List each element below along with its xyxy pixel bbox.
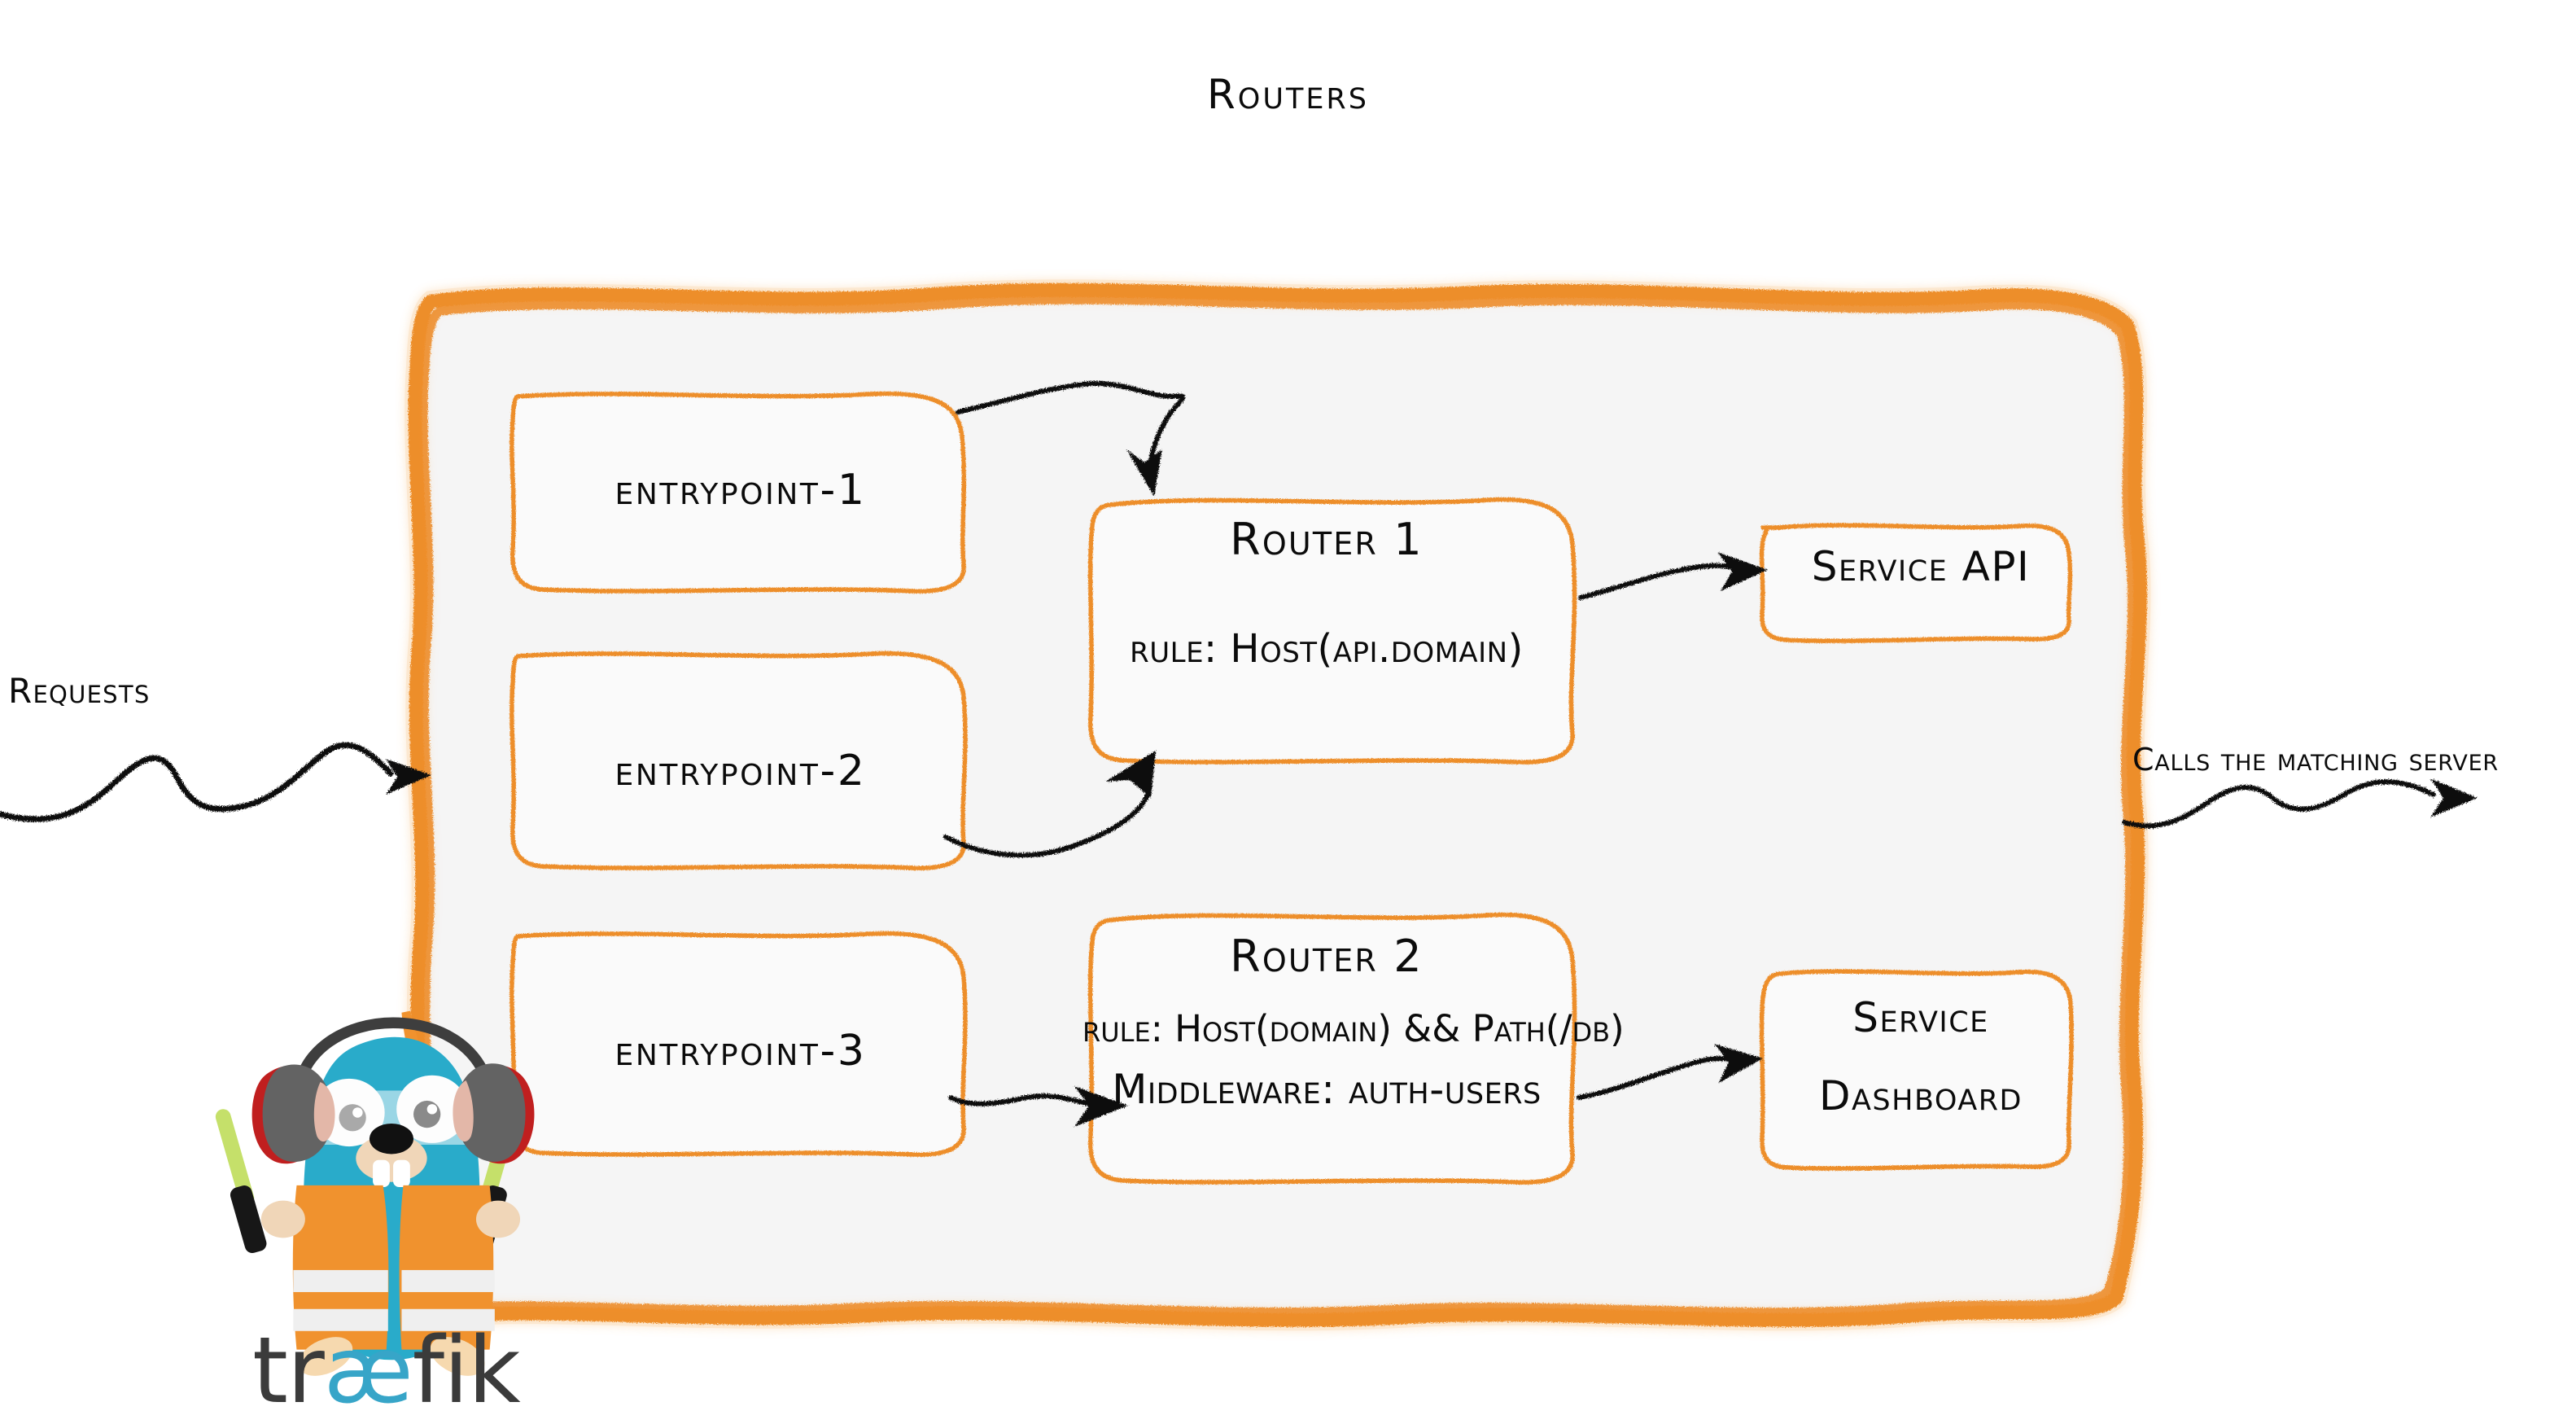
gopher-hand-right — [475, 1200, 521, 1238]
router-2-rule: rule: Host(domain) && Path(/db) — [1082, 1007, 1625, 1050]
gopher-earcup-left — [251, 1064, 335, 1164]
service-api-label: Service API — [1811, 543, 2031, 590]
entrypoint-3-box[interactable] — [510, 931, 968, 1157]
router-2-name: Router 2 — [1230, 931, 1424, 982]
entrypoint-2-box[interactable] — [510, 651, 968, 870]
arrow-calls-out — [2122, 778, 2478, 829]
arrow-entrypoint2-to-router1 — [943, 751, 1156, 858]
service-dashboard-label-line1: Service — [1852, 994, 1989, 1041]
gopher-nose — [369, 1124, 413, 1155]
arrow-entrypoint3-to-router2 — [948, 1086, 1128, 1127]
gopher-wand-left — [215, 1109, 267, 1254]
entrypoint-3-label: entrypoint-3 — [614, 1027, 867, 1076]
gopher-headphone-band — [291, 1017, 497, 1105]
entrypoint-boxes — [510, 391, 968, 1157]
service-dashboard-label-line2: Dashboard — [1818, 1072, 2023, 1119]
entrypoint-2-label: entrypoint-2 — [614, 747, 867, 795]
entrypoint-1-box[interactable] — [510, 391, 967, 594]
gopher-foot-left — [298, 1337, 353, 1376]
router-boxes — [1087, 497, 1577, 1185]
entrypoint-1-label: entrypoint-1 — [614, 466, 867, 515]
gopher-hand-left — [260, 1200, 305, 1238]
page-title: Routers — [1207, 71, 1369, 118]
gopher-earcup-right — [453, 1063, 535, 1164]
gopher-tooth-left — [373, 1159, 390, 1187]
traefik-wordmark-ae-ligature: æ — [323, 1318, 413, 1424]
service-api-box[interactable] — [1759, 523, 2073, 643]
gopher-tooth-right — [393, 1159, 410, 1187]
traefik-gopher-mascot — [215, 1010, 535, 1376]
service-dashboard-box[interactable] — [1759, 969, 2074, 1171]
gopher-foot-right — [430, 1337, 485, 1376]
arrow-router1-to-service-api — [1578, 552, 1768, 600]
arrow-entrypoint1-to-router1 — [956, 381, 1186, 497]
router-2-box[interactable] — [1087, 912, 1577, 1185]
router-1-name: Router 1 — [1230, 514, 1424, 565]
traefik-wordmark-after: fik — [412, 1318, 521, 1424]
arrow-requests-in — [0, 742, 431, 822]
requests-label: Requests — [8, 671, 151, 711]
traefik-wordmark: træfik — [252, 1325, 521, 1417]
connector-arrows — [0, 381, 2478, 1127]
calls-matching-server-label: Calls the matching server — [2132, 742, 2499, 778]
arrow-router2-to-service-dashboard — [1577, 1044, 1763, 1100]
service-boxes — [1759, 523, 2074, 1171]
router-2-middleware: Middleware: auth-users — [1112, 1066, 1542, 1113]
router-1-rule: rule: Host(api.domain) — [1130, 626, 1524, 672]
gopher-safety-vest — [292, 1185, 495, 1350]
router-1-box[interactable] — [1087, 497, 1577, 765]
traefik-wordmark-before: tr — [252, 1318, 325, 1424]
